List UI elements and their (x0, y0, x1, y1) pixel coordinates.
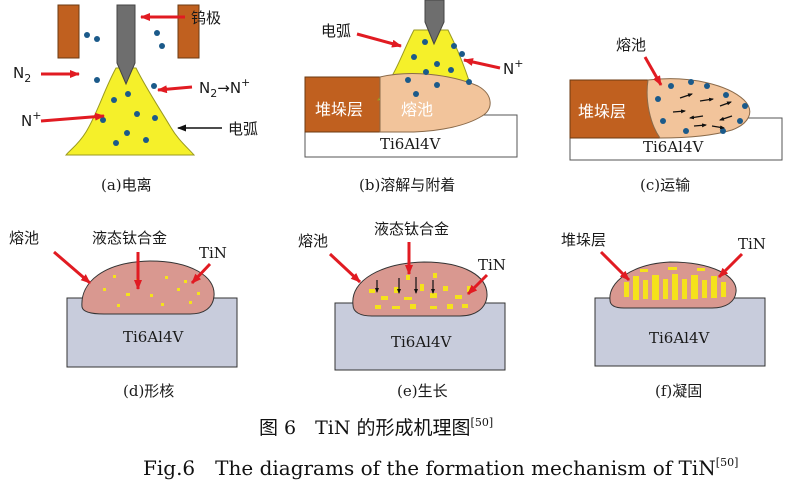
caption-e: (e)生长 (397, 382, 448, 400)
panel-a: 钨极 N2 N2→N+ N+ 电弧 (a)电离 (13, 4, 258, 194)
figure-caption-cn: 图 6 TiN 的形成机理图[50] (259, 416, 493, 439)
tin-label-e: TiN (478, 256, 506, 274)
pool-label-c: 熔池 (616, 36, 646, 54)
caption-b: (b)溶解与附着 (359, 176, 455, 194)
transport-arrows-c (672, 93, 733, 130)
tungsten-label: 钨极 (191, 9, 221, 27)
tin-label-f: TiN (738, 235, 766, 253)
tin-label-d: TiN (199, 244, 227, 262)
arc-plasma (64, 67, 196, 156)
layer-label-f: 堆垛层 (561, 231, 606, 249)
caption-f: (f)凝固 (655, 382, 702, 400)
reaction-label: N2→N+ (199, 76, 250, 100)
molten-pool-c (646, 78, 751, 139)
arc-label: 电弧 (228, 120, 258, 138)
panel-b: 电弧 N+ 堆垛层 熔池 Ti6Al4V (b)溶解与附着 (304, 0, 523, 194)
growth-arrows-e (375, 277, 435, 294)
liquid-label-e: 液态钛合金 (374, 220, 449, 238)
layer-label-b: 堆垛层 (315, 100, 363, 119)
tungsten-electrode (116, 4, 136, 86)
n2-label: N2 (13, 64, 31, 85)
pool-label-b: 熔池 (401, 100, 433, 119)
caption-d: (d)形核 (123, 382, 174, 400)
left-copper-block (57, 4, 80, 59)
layer-label-c: 堆垛层 (578, 102, 626, 121)
panel-f: 堆垛层 TiN Ti6Al4V (f)凝固 (561, 231, 766, 400)
nplus-label: N+ (21, 109, 41, 130)
base-label-b: Ti6Al4V (380, 135, 442, 153)
pool-label-d: 熔池 (9, 229, 39, 247)
arc-label-b: 电弧 (321, 22, 351, 40)
figure-caption-en: Fig.6 The diagrams of the formation mech… (143, 456, 738, 480)
nitrogen-dots-c (655, 79, 748, 134)
base-label-d: Ti6Al4V (123, 328, 185, 346)
panel-d: 熔池 液态钛合金 TiN Ti6Al4V (d)形核 (9, 229, 238, 400)
caption-c: (c)运输 (640, 176, 690, 194)
nplus-label-b: N+ (503, 57, 523, 78)
base-label-c: Ti6Al4V (643, 138, 705, 156)
nitrogen-dots-b (405, 39, 472, 97)
pool-label-e: 熔池 (298, 232, 328, 250)
molten-pool-e (352, 261, 488, 317)
caption-a: (a)电离 (101, 176, 152, 194)
panel-c: 熔池 堆垛层 Ti6Al4V (c)运输 (569, 36, 783, 194)
nitrogen-dots (84, 30, 165, 146)
tin-phase-f (624, 267, 726, 300)
liquid-label-d: 液态钛合金 (92, 229, 167, 247)
panel-e: 熔池 液态钛合金 TiN Ti6Al4V (e)生长 (298, 220, 506, 400)
molten-pool-d (81, 260, 215, 315)
tungsten-electrode-b (424, 0, 445, 46)
base-label-e: Ti6Al4V (391, 333, 453, 351)
base-label-f: Ti6Al4V (649, 329, 711, 347)
